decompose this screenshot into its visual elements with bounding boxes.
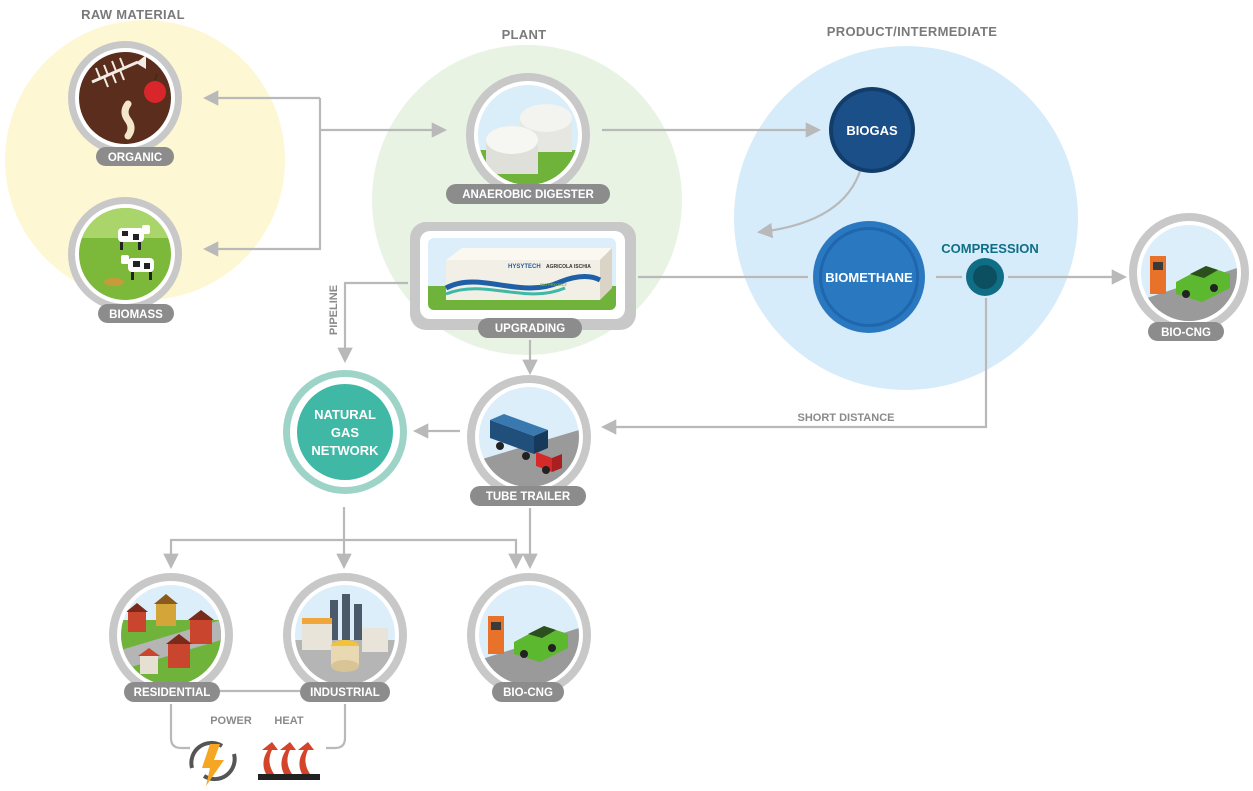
short-distance-label: SHORT DISTANCE: [798, 412, 895, 424]
flow-connectors: [163, 90, 1128, 750]
car-fuel-pump-icon: [479, 616, 579, 685]
anaerobic-digester-label: ANAEROBIC DIGESTER: [462, 189, 594, 201]
houses-icon: [121, 594, 221, 685]
factory-icon: [295, 594, 395, 685]
truck-icon: [479, 414, 579, 487]
biomethane-node[interactable]: BIOMETHANE: [813, 221, 925, 333]
tube-trailer-node[interactable]: TUBE TRAILER: [467, 375, 591, 506]
natural-gas-network-label-line1: NATURAL: [314, 407, 376, 422]
upgrading-brand: HYSYTECH: [508, 264, 541, 270]
biomass-node[interactable]: BIOMASS: [68, 197, 182, 323]
pipeline-label: PIPELINE: [328, 285, 340, 335]
anaerobic-digester-node[interactable]: ANAEROBIC DIGESTER: [446, 73, 610, 204]
natural-gas-network-label-line2: GAS: [331, 425, 360, 440]
residential-label: RESIDENTIAL: [134, 687, 211, 699]
heat-icon: [258, 742, 320, 780]
natural-gas-network-label-line3: NETWORK: [311, 443, 379, 458]
upgrading-node[interactable]: HYSYTECH AGRICOLA ISCHIA BIO PROJECT UPG…: [410, 222, 636, 338]
section-title-raw-material: RAW MATERIAL: [81, 7, 185, 22]
organic-node[interactable]: ORGANIC: [68, 41, 182, 166]
section-title-product: PRODUCT/INTERMEDIATE: [827, 24, 997, 39]
product-zone: [734, 46, 1078, 390]
upgrading-partner: AGRICOLA ISCHIA: [546, 264, 591, 270]
organic-label: ORGANIC: [108, 152, 162, 164]
cows-icon: [79, 208, 171, 286]
compression-label: COMPRESSION: [941, 241, 1039, 256]
bio-cng-right-node[interactable]: BIO-CNG: [1129, 213, 1249, 341]
upgrading-container-icon: HYSYTECH AGRICOLA ISCHIA BIO PROJECT: [428, 238, 616, 310]
biogas-node[interactable]: BIOGAS: [829, 87, 915, 173]
power-label: POWER: [210, 715, 252, 727]
heat-label: HEAT: [274, 715, 303, 727]
residential-node[interactable]: RESIDENTIAL: [109, 573, 233, 702]
upgrading-label: UPGRADING: [495, 323, 565, 335]
biogas-label: BIOGAS: [846, 123, 898, 138]
car-fuel-pump-icon: [1141, 256, 1237, 321]
section-title-plant: PLANT: [502, 27, 547, 42]
fish-bone-apple-icon: [91, 55, 166, 140]
bio-cng-bottom-label: BIO-CNG: [503, 687, 553, 699]
bio-cng-right-label: BIO-CNG: [1161, 327, 1211, 339]
tube-trailer-label: TUBE TRAILER: [486, 491, 571, 503]
power-icon: [189, 740, 237, 786]
upgrading-sub: BIO PROJECT: [540, 282, 568, 287]
industrial-node[interactable]: INDUSTRIAL: [283, 573, 407, 702]
biomethane-label: BIOMETHANE: [825, 270, 913, 285]
natural-gas-network-node[interactable]: NATURAL GAS NETWORK: [283, 370, 407, 494]
industrial-label: INDUSTRIAL: [310, 687, 380, 699]
bio-cng-bottom-node[interactable]: BIO-CNG: [467, 573, 591, 702]
biomass-label: BIOMASS: [109, 309, 163, 321]
compression-node[interactable]: COMPRESSION: [941, 241, 1039, 296]
